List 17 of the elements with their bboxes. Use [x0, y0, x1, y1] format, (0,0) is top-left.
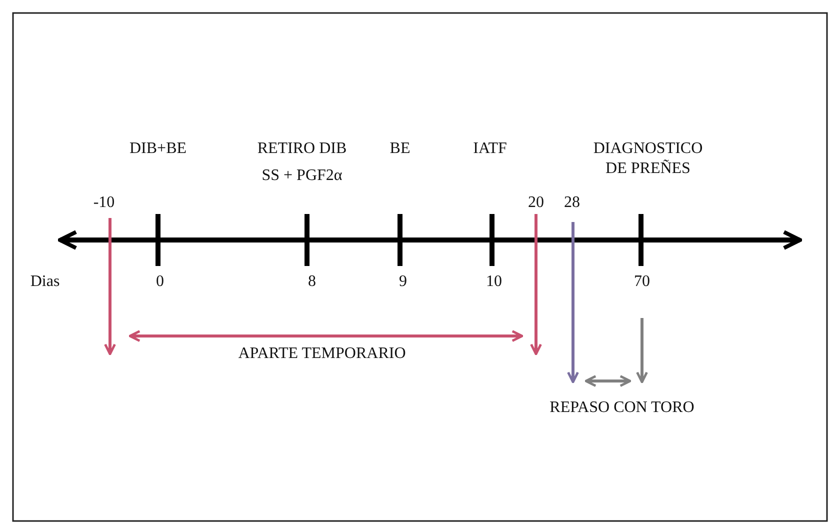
event-label: SS + PGF2α [262, 166, 342, 186]
event-label: RETIRO DIB [257, 139, 347, 159]
day-number: 0 [156, 272, 164, 292]
period-label: APARTE TEMPORARIO [238, 344, 406, 364]
axis-label: Dias [30, 272, 60, 292]
day-number: 20 [528, 193, 544, 213]
day-number: 8 [308, 272, 316, 292]
day-number: -10 [93, 193, 115, 213]
day-number: 70 [634, 272, 650, 292]
day-number: 28 [564, 193, 580, 213]
period-label: REPASO CON TORO [550, 398, 694, 418]
event-label: BE [390, 139, 410, 159]
event-label: DIB+BE [129, 139, 187, 159]
day-number: 9 [399, 272, 407, 292]
event-label: IATF [473, 139, 507, 159]
event-label: DIAGNOSTICO DE PREÑES [592, 139, 704, 179]
day-number: 10 [486, 272, 502, 292]
